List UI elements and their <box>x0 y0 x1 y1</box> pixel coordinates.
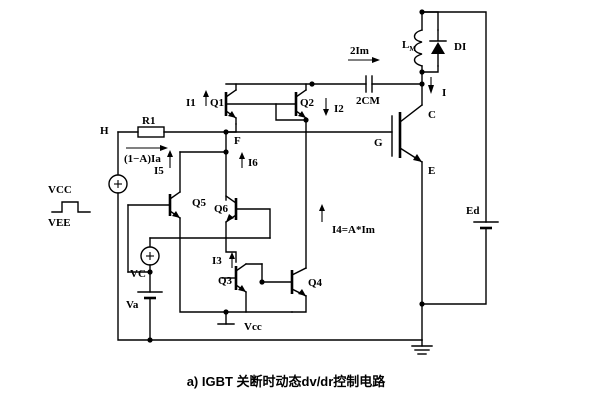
label-r1: R1 <box>142 115 155 127</box>
gate-pulse-symbol <box>51 201 91 213</box>
label-i5: I5 <box>154 165 164 177</box>
mirror-q1-q2 <box>224 83 313 133</box>
label-q4: Q4 <box>308 277 323 289</box>
label-vcc-top: VCC <box>48 184 72 196</box>
label-lm-subscript: M <box>409 45 416 53</box>
label-va: Va <box>126 299 139 311</box>
label-i4: I4=A*Im <box>332 224 375 236</box>
current-i5-arrow <box>167 150 173 157</box>
diode-di-symbol <box>429 29 447 67</box>
figure-caption: a) IGBT 关断时动态dv/dr控制电路 <box>187 374 387 389</box>
current-i1-arrow <box>203 90 209 97</box>
resistor-r1-symbol <box>137 126 165 138</box>
label-i: I <box>442 87 446 99</box>
label-i3: I3 <box>212 255 222 267</box>
label-one-minus-a-ia: (1−A)Ia <box>124 153 161 165</box>
label-f: F <box>234 135 241 147</box>
label-i1: I1 <box>186 97 196 109</box>
power-stage <box>391 9 499 355</box>
igbt-symbol <box>391 104 423 163</box>
label-q5: Q5 <box>192 197 207 209</box>
label-2cm: 2CM <box>356 95 380 107</box>
label-i6: I6 <box>248 157 258 169</box>
label-q3: Q3 <box>218 275 233 287</box>
label-2im: 2Im <box>350 45 369 57</box>
mirror-q3-q4 <box>217 131 307 325</box>
current-i6-arrow <box>239 152 245 159</box>
transistor-q6 <box>225 195 271 239</box>
current-i-arrow <box>428 85 434 94</box>
voltage-source-vc-symbol <box>140 246 160 266</box>
label-i2: I2 <box>334 103 344 115</box>
current-2im-arrow <box>372 57 380 63</box>
label-c: C <box>428 109 436 121</box>
label-vee: VEE <box>48 217 71 229</box>
label-q6: Q6 <box>214 203 229 215</box>
inductor-lm-symbol <box>413 29 423 67</box>
label-lm-main: L <box>402 39 409 51</box>
current-i2-arrow <box>323 109 329 116</box>
current-i3-arrow <box>229 252 235 259</box>
voltage-source-h-symbol <box>108 174 128 194</box>
label-g: G <box>374 137 383 149</box>
current-i4-arrow <box>319 204 325 211</box>
transistor-q5 <box>127 151 293 313</box>
current-one-minus-a-ia-arrow <box>160 145 168 151</box>
ed-battery-symbol <box>473 221 499 230</box>
ground-symbol <box>411 339 433 355</box>
label-q2: Q2 <box>300 97 315 109</box>
label-vc: VC <box>130 268 146 280</box>
label-vcc-bottom: Vcc <box>244 321 262 333</box>
va-battery-symbol <box>137 291 163 300</box>
capacitor-2cm-symbol <box>365 75 373 93</box>
label-di: DI <box>454 41 466 53</box>
label-e: E <box>428 165 435 177</box>
label-h: H <box>100 125 109 137</box>
label-ed: Ed <box>466 205 479 217</box>
label-lm: LM <box>402 39 416 53</box>
label-q1: Q1 <box>210 97 224 109</box>
